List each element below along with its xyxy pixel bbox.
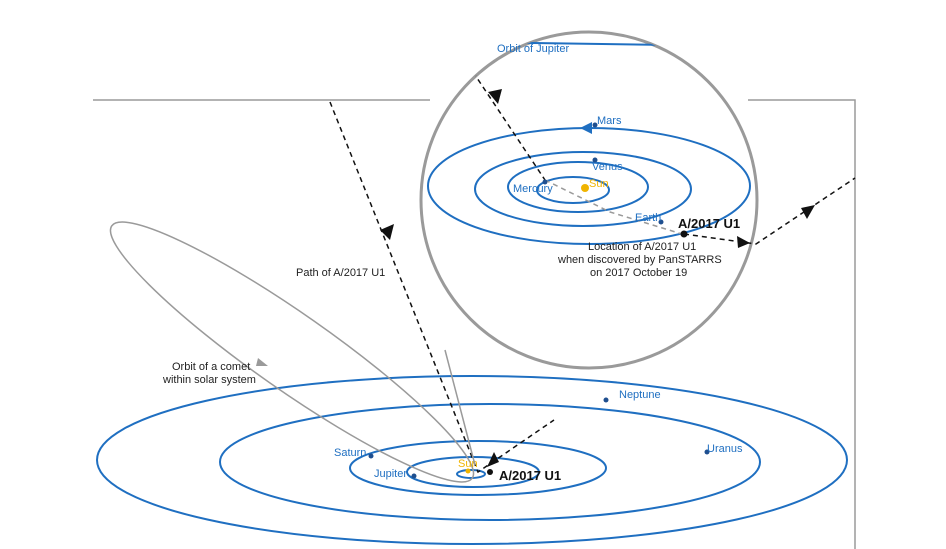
frame-border xyxy=(93,99,856,549)
orbit-of-jupiter-label: Orbit of Jupiter xyxy=(497,43,569,55)
orbit-mercury xyxy=(536,176,610,204)
mars-label: Mars xyxy=(597,115,622,127)
uranus-dot xyxy=(704,449,710,455)
sun-dot-zoom xyxy=(581,184,589,192)
object-path-exit xyxy=(683,177,856,245)
orbit-uranus xyxy=(219,403,761,521)
path-arrow-zoom xyxy=(488,89,502,104)
exit-arrow-2 xyxy=(801,205,815,219)
object-label-outer: A/2017 U1 xyxy=(499,468,561,483)
location-line1: Location of A/2017 U1 xyxy=(588,241,696,253)
comet-orbit-arrow xyxy=(256,358,268,366)
neptune-dot xyxy=(603,397,609,403)
jupiter-label: Jupiter xyxy=(374,468,407,480)
venus-label: Venus xyxy=(592,161,623,173)
mercury-label: Mercury xyxy=(513,183,553,195)
path-label: Path of A/2017 U1 xyxy=(296,267,385,279)
exit-arrow-1 xyxy=(737,236,750,248)
sun-label-zoom: Sun xyxy=(589,178,609,190)
sun-dot-outer xyxy=(465,468,471,474)
object-label-zoom: A/2017 U1 xyxy=(678,216,740,231)
jupiter-dot xyxy=(411,473,417,479)
zoom-circle xyxy=(419,30,759,370)
object-dot-zoom xyxy=(680,230,688,238)
mars-dot xyxy=(592,122,598,128)
neptune-label: Neptune xyxy=(619,389,661,401)
mercury-dot xyxy=(542,179,548,185)
orbit-inner xyxy=(456,469,486,479)
path-arrow-down xyxy=(380,224,394,240)
zoom-bodies xyxy=(542,122,688,238)
orbit-earth xyxy=(474,151,692,227)
location-line3: on 2017 October 19 xyxy=(590,267,687,279)
comet-orbit xyxy=(109,221,475,483)
earth-label: Earth xyxy=(635,212,661,224)
uranus-label: Uranus xyxy=(707,443,743,455)
location-line2: when discovered by PanSTARRS xyxy=(557,254,722,266)
outer-orbits xyxy=(96,375,848,545)
object-path-outer xyxy=(329,101,555,474)
saturn-label: Saturn xyxy=(334,447,366,459)
zoom-connector xyxy=(444,349,476,466)
object-path-zoom-gray xyxy=(544,179,683,235)
earth-dot xyxy=(658,219,664,225)
orbit-venus xyxy=(507,161,649,213)
object-path-zoom xyxy=(462,56,546,181)
outer-bodies xyxy=(368,397,710,479)
orbit-neptune xyxy=(96,375,848,545)
mars-arrow xyxy=(580,122,592,134)
orbit-saturn xyxy=(349,440,607,496)
object-dot-outer xyxy=(487,469,493,475)
saturn-dot xyxy=(368,453,374,459)
comet-label-line2: within solar system xyxy=(162,374,256,386)
comet-label-line1: Orbit of a comet xyxy=(172,361,250,373)
venus-dot xyxy=(592,157,598,163)
sun-label-outer: Sun xyxy=(458,458,478,470)
path-arrow-up xyxy=(487,452,499,467)
